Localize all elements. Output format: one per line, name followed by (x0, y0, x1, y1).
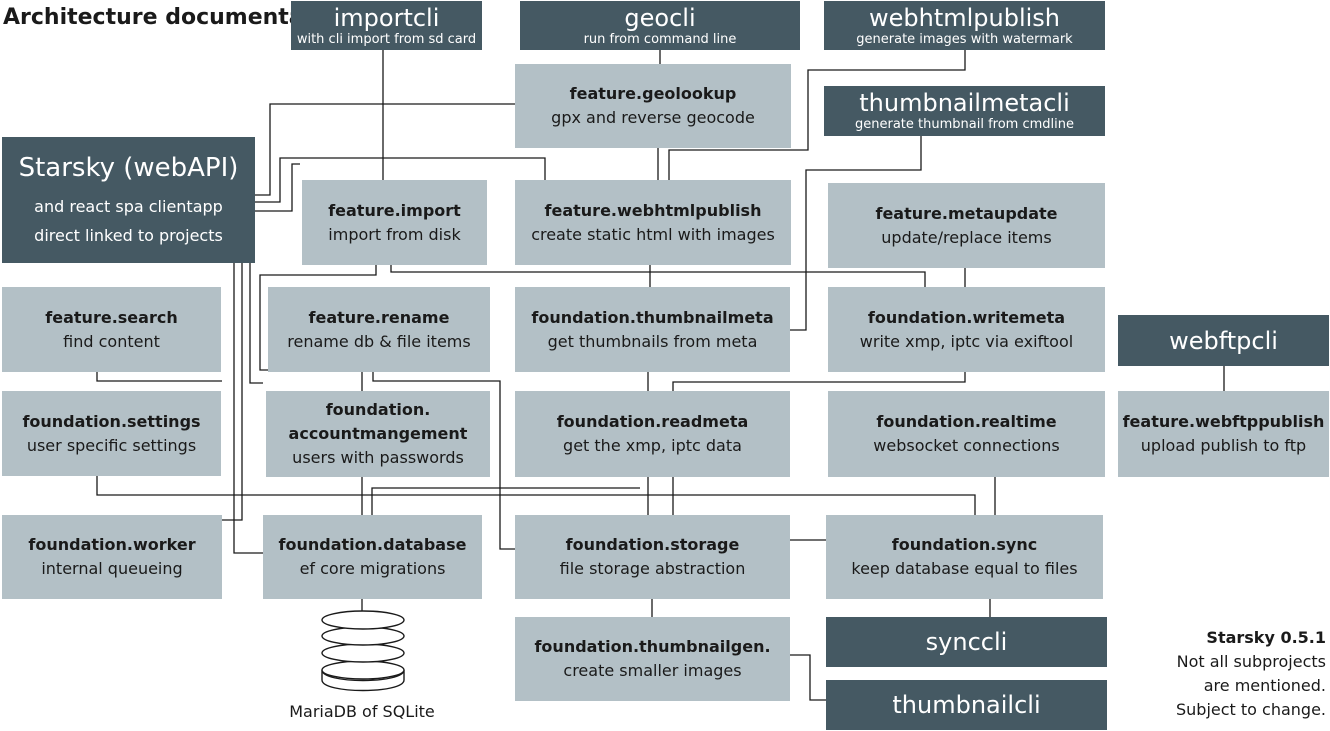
storage-box: foundation.storage file storage abstract… (515, 515, 790, 599)
webftpcli-title: webftpcli (1169, 326, 1278, 355)
version-title: Starsky 0.5.1 (1206, 628, 1326, 647)
sync-box: foundation.sync keep database equal to f… (826, 515, 1103, 599)
importcli-box: importcli with cli import from sd card (291, 1, 482, 50)
writemeta-box: foundation.writemeta write xmp, iptc via… (828, 287, 1105, 372)
webhtmlpublish-box: feature.webhtmlpublish create static htm… (515, 180, 791, 265)
synccli-title: synccli (925, 628, 1008, 656)
search-box: feature.search find content (2, 287, 221, 372)
thumbnailmeta-desc: get thumbnails from meta (547, 331, 758, 351)
worker-box: foundation.worker internal queueing (2, 515, 222, 599)
webftppublish-title: feature.webftppublish (1122, 412, 1325, 431)
webhtmlpublish-title: feature.webhtmlpublish (544, 200, 762, 220)
import-desc: import from disk (328, 224, 461, 244)
database-box: foundation.database ef core migrations (263, 515, 482, 599)
settings-title: foundation.settings (22, 411, 201, 431)
thumbnailcli-title: thumbnailcli (892, 691, 1041, 719)
settings-desc: user specific settings (26, 435, 197, 455)
webapi-line1: and react spa clientapp (34, 197, 223, 216)
webhtmlpublish-cli-desc: generate images with watermark (856, 31, 1073, 47)
webftppublish-desc: upload publish to ftp (1140, 436, 1307, 455)
thumbnailgen-desc: create smaller images (563, 661, 742, 680)
webftppublish-box: feature.webftppublish upload publish to … (1118, 391, 1329, 477)
writemeta-title: foundation.writemeta (867, 307, 1066, 327)
rename-box: feature.rename rename db & file items (268, 287, 490, 372)
readmeta-title: foundation.readmeta (556, 412, 749, 431)
database-title: foundation.database (278, 535, 467, 554)
webapi-line2: direct linked to projects (34, 226, 223, 245)
importcli-desc: with cli import from sd card (296, 31, 477, 47)
search-title: feature.search (45, 307, 178, 327)
metaupdate-desc: update/replace items (881, 227, 1052, 247)
synccli-box: synccli (826, 617, 1107, 667)
geocli-box: geocli run from command line (520, 1, 800, 50)
thumbnailmetacli-title: thumbnailmetacli (859, 89, 1070, 117)
database-desc: ef core migrations (299, 559, 446, 578)
import-box: feature.import import from disk (302, 180, 487, 265)
geocli-title: geocli (624, 3, 696, 32)
worker-desc: internal queueing (41, 559, 183, 578)
accountmangement-desc: users with passwords (292, 448, 464, 467)
worker-title: foundation.worker (28, 535, 196, 554)
sync-desc: keep database equal to files (851, 559, 1078, 578)
accountmangement-box: foundation. accountmangement users with … (266, 391, 490, 477)
geolookup-title: feature.geolookup (569, 84, 737, 103)
webapi-title: Starsky (webAPI) (18, 153, 239, 183)
thumbnailgen-title: foundation.thumbnailgen. (534, 637, 771, 656)
metaupdate-box: feature.metaupdate update/replace items (828, 183, 1105, 268)
webftpcli-box: webftpcli (1118, 315, 1329, 366)
database-caption: MariaDB of SQLite (289, 702, 435, 721)
sync-title: foundation.sync (891, 535, 1038, 554)
importcli-title: importcli (333, 3, 440, 32)
thumbnailcli-box: thumbnailcli (826, 680, 1107, 730)
version-note-line3: Subject to change. (1175, 700, 1326, 719)
thumbnailmeta-box: foundation.thumbnailmeta get thumbnails … (515, 287, 790, 372)
search-desc: find content (63, 331, 160, 351)
version-note-line2: are mentioned. (1203, 676, 1326, 695)
accountmangement-title-1: foundation. (325, 400, 431, 419)
accountmangement-title-2: accountmangement (288, 424, 468, 443)
database-icon (321, 610, 405, 692)
realtime-desc: websocket connections (873, 436, 1060, 455)
thumbnailgen-box: foundation.thumbnailgen. create smaller … (515, 617, 790, 701)
version-note-line1: Not all subprojects (1176, 652, 1326, 671)
geolookup-box: feature.geolookup gpx and reverse geocod… (515, 64, 791, 148)
realtime-title: foundation.realtime (876, 412, 1057, 431)
webhtmlpublish-desc: create static html with images (531, 224, 775, 244)
version-note: Starsky 0.5.1 Not all subprojects are me… (1176, 626, 1326, 722)
metaupdate-title: feature.metaupdate (875, 203, 1058, 223)
storage-desc: file storage abstraction (559, 559, 746, 578)
thumbnailmetacli-box: thumbnailmetacli generate thumbnail from… (824, 86, 1105, 136)
thumbnailmetacli-desc: generate thumbnail from cmdline (855, 117, 1074, 132)
import-title: feature.import (328, 200, 461, 220)
webhtmlpublish-cli-title: webhtmlpublish (868, 3, 1061, 32)
geocli-desc: run from command line (583, 31, 737, 47)
webapi-box: Starsky (webAPI) and react spa clientapp… (2, 137, 255, 263)
thumbnailmeta-title: foundation.thumbnailmeta (531, 307, 774, 327)
storage-title: foundation.storage (565, 535, 740, 554)
rename-title: feature.rename (308, 307, 450, 327)
settings-box: foundation.settings user specific settin… (2, 391, 221, 476)
readmeta-box: foundation.readmeta get the xmp, iptc da… (515, 391, 790, 477)
webhtmlpublish-cli-box: webhtmlpublish generate images with wate… (824, 1, 1105, 50)
realtime-box: foundation.realtime websocket connection… (828, 391, 1105, 477)
writemeta-desc: write xmp, iptc via exiftool (859, 331, 1074, 351)
rename-desc: rename db & file items (287, 331, 471, 351)
geolookup-desc: gpx and reverse geocode (551, 108, 755, 127)
readmeta-desc: get the xmp, iptc data (563, 436, 742, 455)
